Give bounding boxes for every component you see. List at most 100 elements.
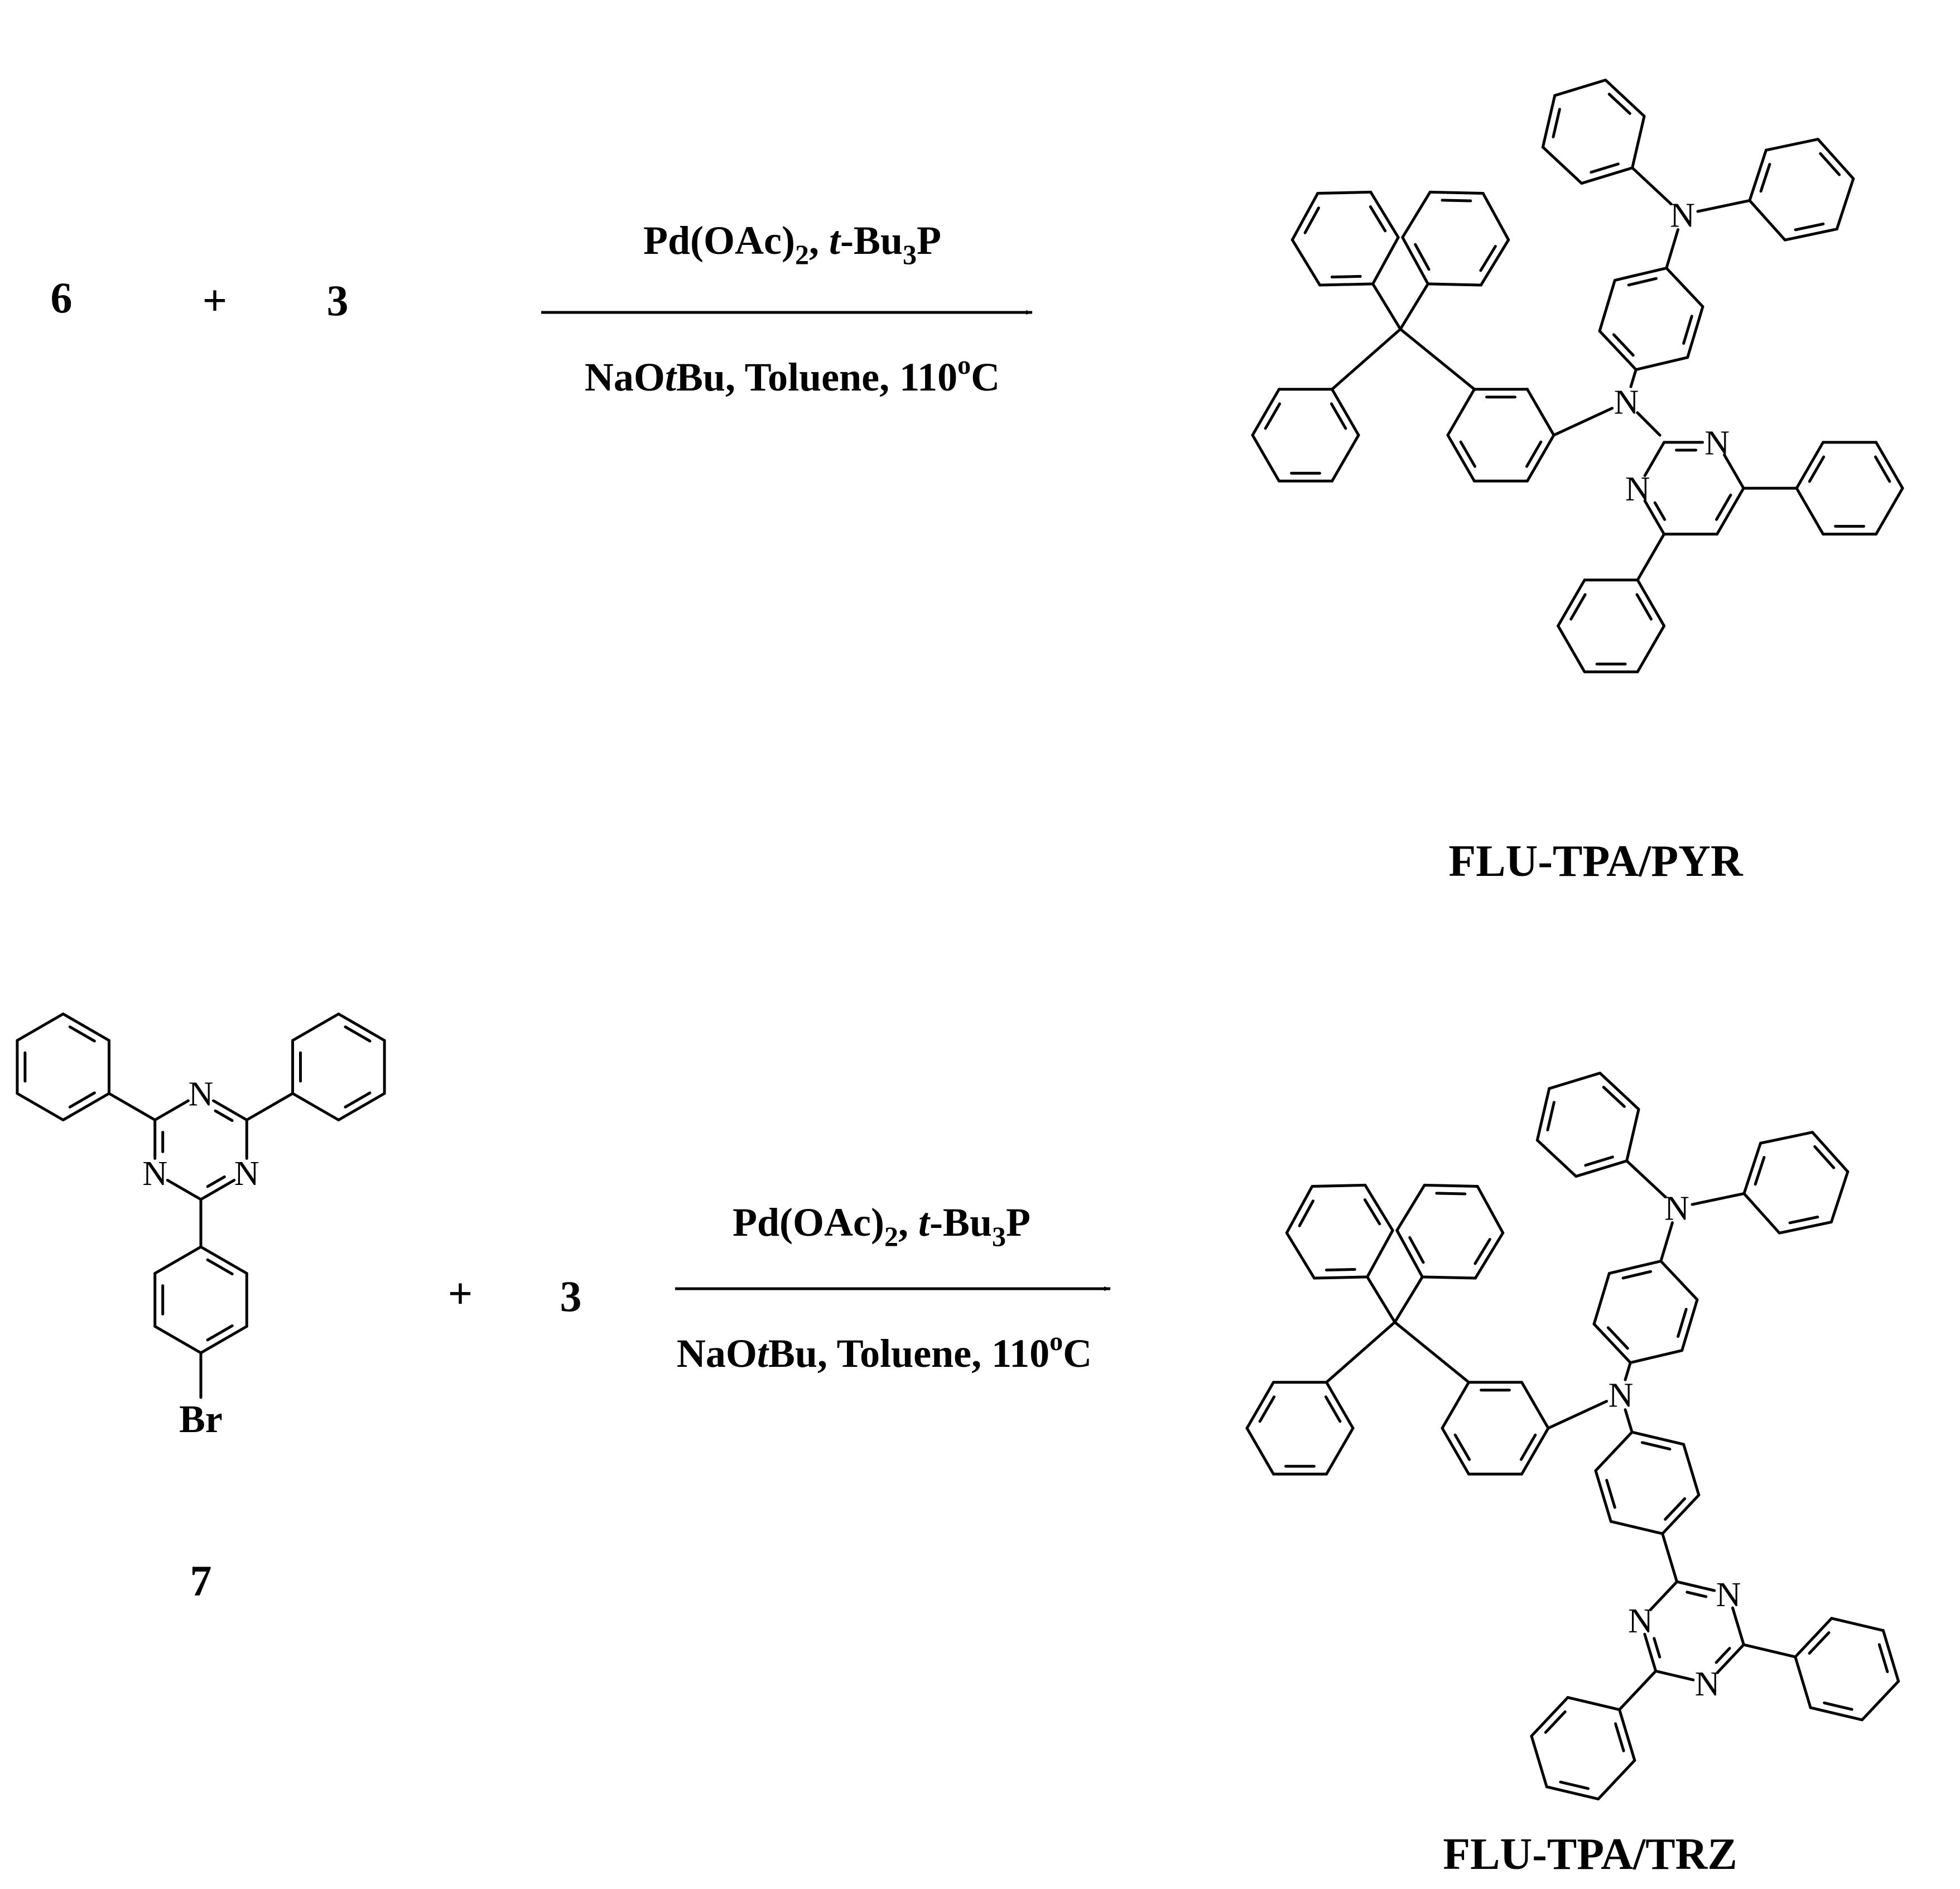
ring-double-bond	[1559, 1780, 1590, 1790]
ring-double-bond	[1363, 1198, 1381, 1226]
ring-double-bond	[1635, 593, 1653, 621]
ring-bond	[1686, 305, 1704, 359]
ring-bond	[1479, 238, 1510, 287]
ring-bond	[1748, 199, 1786, 242]
ring-bond	[1609, 1520, 1664, 1535]
ring-double-bond	[1414, 243, 1431, 271]
triazine-phenyl-ring	[1794, 1617, 1900, 1722]
conditions-base-solvent: NaOtBu, Toluene, 110oC	[677, 1327, 1092, 1376]
ring-bond	[1574, 1159, 1629, 1178]
ring-bond	[1371, 235, 1400, 286]
ring-double-bond	[1459, 440, 1477, 468]
ring-double-bond	[1627, 277, 1658, 287]
fluorene-benzo-ring-left	[1251, 388, 1360, 483]
ring-double-bond	[1324, 1395, 1342, 1423]
single-bond	[1629, 368, 1638, 388]
reaction-1: 6 + 3 Pd(OAc)2, t-Bu3P NaOtBu, Toluene, …	[51, 78, 1904, 886]
ring-double-bond	[68, 1091, 96, 1109]
ring-bond	[1541, 146, 1583, 185]
amine-nitrogen: N	[1614, 384, 1639, 422]
ring-bond	[1636, 624, 1666, 673]
ring-bond	[1428, 190, 1485, 195]
ring-bond	[61, 1013, 110, 1042]
ring-bond	[1778, 1221, 1833, 1235]
ring-double-bond	[1640, 1441, 1672, 1451]
ring-bond	[1625, 1107, 1640, 1163]
ring-bond	[1665, 267, 1704, 309]
ring-bond	[1731, 1606, 1745, 1646]
c9-phenyl-ring	[1285, 1183, 1394, 1280]
ring-bond	[1541, 94, 1557, 149]
ring-bond	[1630, 1430, 1685, 1446]
ring-bond	[1369, 190, 1400, 239]
ring-bond	[1829, 1170, 1850, 1224]
ring-double-bond	[1808, 1631, 1831, 1655]
fluorene-benzo-ring-right	[1441, 1381, 1550, 1476]
ring-bond	[1795, 486, 1825, 536]
ring-double-bond	[1607, 93, 1631, 115]
conditions-catalyst: Pd(OAc)2, t-Bu3P	[643, 218, 941, 270]
ring-bond	[1759, 1131, 1814, 1145]
pyrimidine-phenyl-ring	[1795, 441, 1904, 536]
bromophenyl-ring	[153, 1245, 248, 1355]
ring-bond	[1810, 1131, 1850, 1173]
ring-bond	[1481, 192, 1510, 242]
ring-double-bond	[1754, 1155, 1766, 1186]
ring-bond	[1251, 433, 1280, 483]
ring-double-bond	[1590, 162, 1620, 174]
ring-bond	[1557, 579, 1586, 628]
reactant-6-label: 6	[51, 273, 73, 322]
product-label: FLU-TPA/TRZ	[1443, 1830, 1737, 1879]
ring-double-bond	[1715, 493, 1732, 521]
ring-bond	[1520, 1381, 1550, 1430]
ring-bond	[291, 1013, 340, 1042]
ring-bond	[1290, 192, 1319, 242]
triazine-phenyl-ring	[1530, 1696, 1636, 1801]
single-bond	[107, 1092, 157, 1121]
ring-double-bond	[1408, 1236, 1425, 1264]
ring-bond	[1594, 1430, 1634, 1472]
ring-double-bond	[1605, 1478, 1616, 1509]
ring-bond	[1535, 1087, 1551, 1142]
single-bond	[1625, 1159, 1667, 1199]
ring-bond	[1659, 1260, 1699, 1302]
ring-bond	[1446, 433, 1476, 483]
ring-bond	[153, 1325, 203, 1355]
five-ring-bond	[1331, 327, 1402, 391]
single-bond	[1399, 282, 1429, 331]
ring-bond	[1520, 1427, 1550, 1476]
ring-bond	[1526, 388, 1556, 437]
ring-bond	[1557, 624, 1586, 673]
ring-bond	[212, 1099, 248, 1121]
ring-bond	[1285, 1231, 1316, 1280]
five-ring-bond	[1325, 1321, 1396, 1384]
ring-double-bond	[1264, 402, 1282, 430]
ring-double-bond	[1435, 1192, 1467, 1196]
ring-bond	[1598, 278, 1616, 332]
single-bond	[1665, 228, 1680, 270]
ring-bond	[1643, 441, 1666, 478]
ring-bond	[1830, 1617, 1885, 1632]
ring-bond	[1795, 441, 1825, 490]
ring-bond	[166, 1179, 203, 1201]
reactant-3-label: 3	[560, 1272, 582, 1321]
tpa-terminal-phenyl-ring	[1748, 138, 1855, 242]
ring-bond	[1748, 148, 1768, 202]
ring-double-bond	[1685, 1591, 1708, 1598]
ring-double-bond	[1612, 333, 1635, 357]
ring-bond	[1395, 1183, 1426, 1232]
tpa-phenylene-ring	[1598, 267, 1704, 372]
ring-bond	[153, 1099, 190, 1121]
ring-double-bond	[1473, 1237, 1491, 1265]
ring-double-bond	[1453, 1433, 1471, 1461]
ring-bond	[1530, 1696, 1569, 1738]
five-ring-bond	[1393, 1321, 1470, 1384]
triazine-phenyl-ring	[16, 1013, 110, 1121]
single-bond	[1547, 1400, 1609, 1430]
ring-bond	[1634, 356, 1689, 372]
ring-double-bond	[1330, 274, 1362, 279]
ring-bond	[1613, 267, 1668, 282]
ring-bond	[199, 1179, 236, 1201]
ring-double-bond	[1441, 199, 1472, 203]
